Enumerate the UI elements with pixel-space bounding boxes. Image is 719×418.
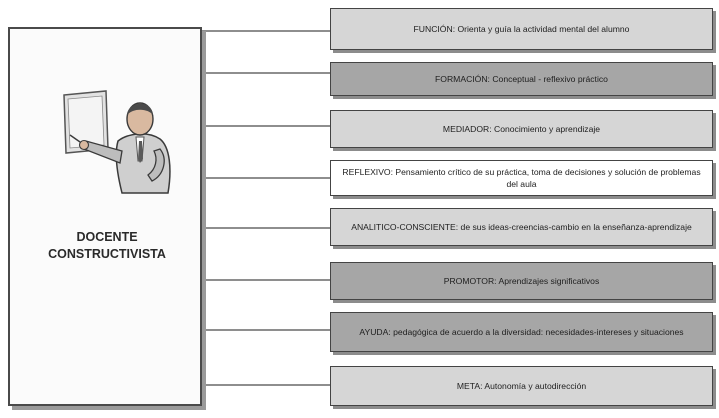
item-promotor: PROMOTOR: Aprendizajes significativos <box>330 262 713 300</box>
item-analitico-text: ANALITICO-CONSCIENTE: de sus ideas-creen… <box>351 222 692 232</box>
item-reflexivo-text: REFLEXIVO: Pensamiento crítico de su prá… <box>342 167 701 189</box>
main-title: DOCENTE CONSTRUCTIVISTA <box>10 229 204 263</box>
item-formacion: FORMACIÓN: Conceptual - reflexivo prácti… <box>330 62 713 96</box>
item-mediador-text: MEDIADOR: Conocimiento y aprendizaje <box>442 124 601 134</box>
item-formacion-text: FORMACIÓN: Conceptual - reflexivo prácti… <box>435 74 608 84</box>
item-ayuda-text: AYUDA: pedagógica de acuerdo a la divers… <box>359 327 684 337</box>
docente-box: DOCENTE CONSTRUCTIVISTA <box>8 27 202 406</box>
item-funcion: FUNCIÓN: Orienta y guía la actividad men… <box>330 8 713 50</box>
teacher-presenting-icon <box>63 90 171 194</box>
main-title-line2: CONSTRUCTIVISTA <box>48 247 166 261</box>
item-promotor-text: PROMOTOR: Aprendizajes significativos <box>443 276 600 286</box>
item-reflexivo: REFLEXIVO: Pensamiento crítico de su prá… <box>330 160 713 196</box>
main-title-line1: DOCENTE <box>76 230 138 244</box>
item-meta: META: Autonomía y autodirección <box>330 366 713 406</box>
item-analitico: ANALITICO-CONSCIENTE: de sus ideas-creen… <box>330 208 713 246</box>
item-mediador: MEDIADOR: Conocimiento y aprendizaje <box>330 110 713 148</box>
item-funcion-text: FUNCIÓN: Orienta y guía la actividad men… <box>413 24 630 34</box>
item-meta-text: META: Autonomía y autodirección <box>456 381 587 391</box>
item-ayuda: AYUDA: pedagógica de acuerdo a la divers… <box>330 312 713 352</box>
